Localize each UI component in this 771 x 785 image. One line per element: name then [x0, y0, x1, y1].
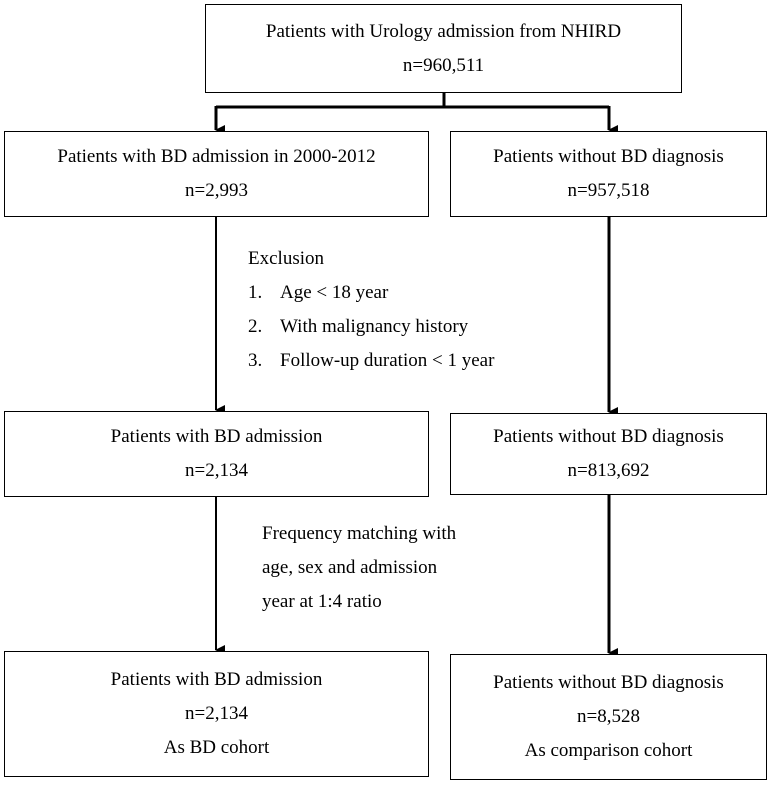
left-box-3-count: n=2,134	[185, 703, 248, 724]
exclusion-item-text: Age < 18 year	[280, 282, 389, 303]
right-box-3-title: Patients without BD diagnosis	[493, 672, 724, 693]
left-box-3-title: Patients with BD admission	[110, 669, 323, 690]
right-box-1-count: n=957,518	[567, 180, 650, 201]
left-box-1: Patients with BD admission in 2000-2012 …	[4, 131, 429, 217]
right-box-2-count: n=813,692	[567, 460, 650, 481]
right-box-2: Patients without BD diagnosis n=813,692	[450, 413, 767, 495]
exclusion-item-text: Follow-up duration < 1 year	[280, 350, 495, 371]
matching-line: year at 1:4 ratio	[262, 591, 382, 612]
exclusion-item-number: 1.	[248, 282, 263, 303]
left-box-2-count: n=2,134	[185, 460, 248, 481]
exclusion-item: 2. With malignancy history	[248, 310, 494, 344]
right-box-3-label: As comparison cohort	[524, 740, 693, 761]
exclusion-criteria: Exclusion 1. Age < 18 year 2. With maligna…	[248, 242, 494, 378]
exclusion-item: 3. Follow-up duration < 1 year	[248, 344, 494, 378]
left-box-3-label: As BD cohort	[163, 737, 270, 758]
exclusion-item-text: With malignancy history	[280, 316, 469, 337]
left-box-2: Patients with BD admission n=2,134	[4, 411, 429, 497]
top-box-title: Patients with Urology admission from NHI…	[265, 20, 622, 42]
right-box-2-title: Patients without BD diagnosis	[493, 426, 724, 447]
left-box-3: Patients with BD admission n=2,134 As BD…	[4, 651, 429, 777]
left-box-2-title: Patients with BD admission	[110, 426, 323, 447]
right-box-1: Patients without BD diagnosis n=957,518	[450, 131, 767, 217]
matching-criteria: Frequency matching with age, sex and adm…	[262, 517, 456, 619]
exclusion-item: 1. Age < 18 year	[248, 276, 494, 310]
exclusion-heading: Exclusion	[248, 248, 324, 269]
top-box: Patients with Urology admission from NHI…	[205, 4, 682, 93]
right-box-3-count: n=8,528	[577, 706, 640, 727]
left-box-1-title: Patients with BD admission in 2000-2012	[57, 146, 376, 167]
right-box-3: Patients without BD diagnosis n=8,528 As…	[450, 654, 767, 780]
left-box-1-count: n=2,993	[185, 180, 248, 201]
matching-line: Frequency matching with	[262, 523, 457, 544]
top-box-count: n=960,511	[402, 54, 485, 76]
exclusion-item-number: 3.	[248, 350, 263, 371]
matching-line: age, sex and admission	[262, 557, 438, 578]
right-box-1-title: Patients without BD diagnosis	[493, 146, 724, 167]
exclusion-item-number: 2.	[248, 316, 263, 337]
